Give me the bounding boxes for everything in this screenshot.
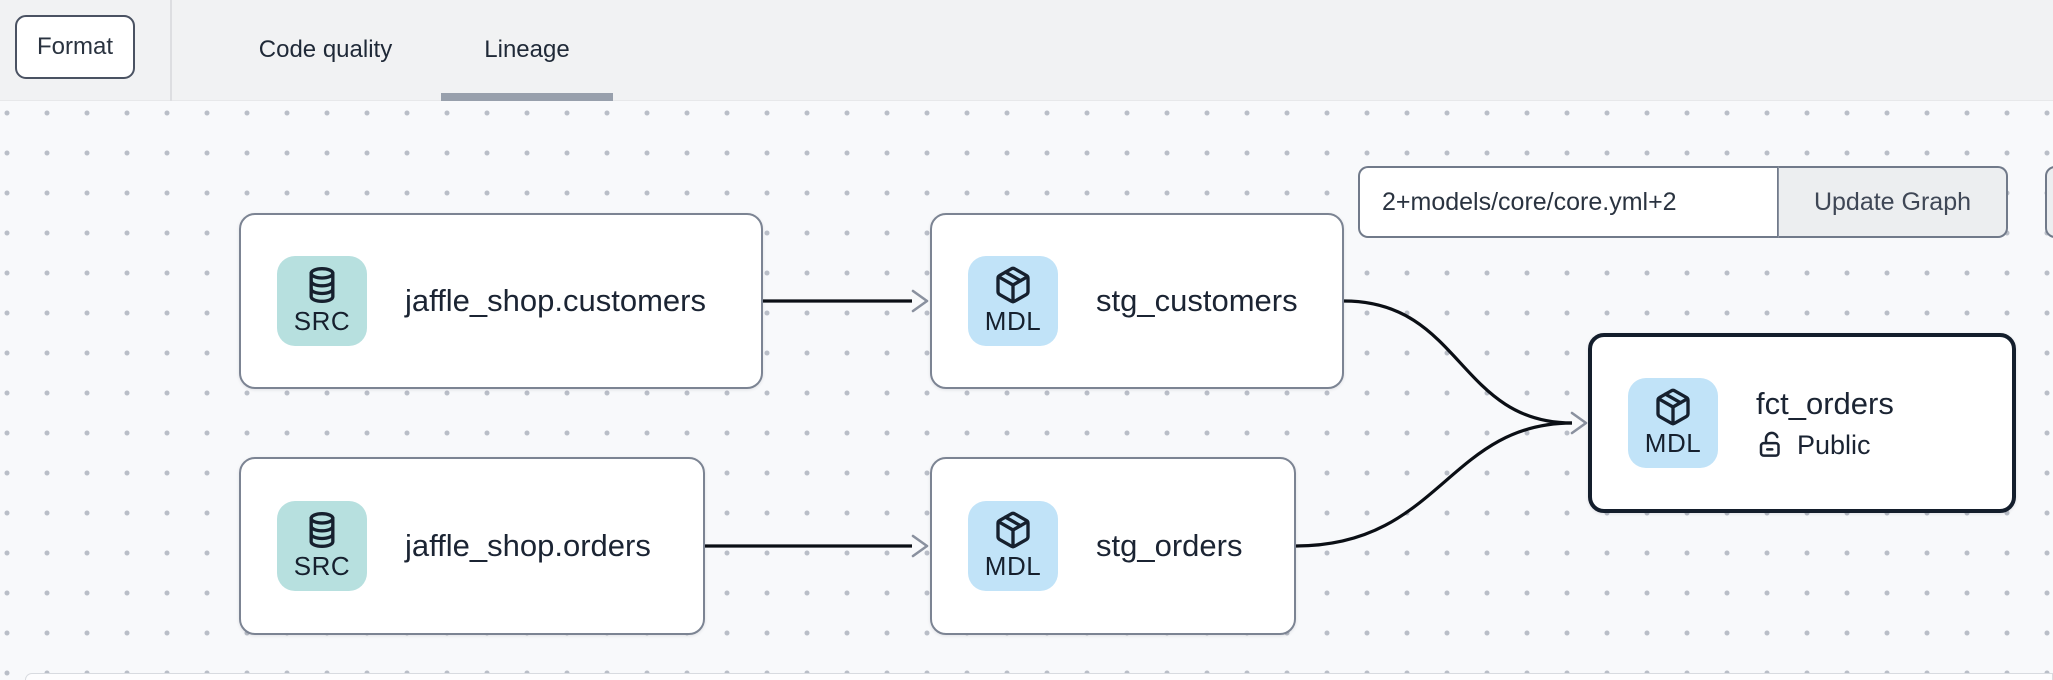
model-type-badge: MDL xyxy=(968,501,1058,591)
package-icon xyxy=(996,511,1030,549)
badge-label: SRC xyxy=(293,551,351,581)
model-type-badge: MDL xyxy=(968,256,1058,346)
update-graph-button[interactable]: Update Graph xyxy=(1778,166,2008,238)
access-label: Public xyxy=(1797,429,1871,460)
toolbar-divider xyxy=(170,0,172,101)
lineage-node-jaffle-shop-customers[interactable]: SRC jaffle_shop.customers xyxy=(239,213,763,389)
badge-label: MDL xyxy=(1644,428,1702,458)
tab-code-quality[interactable]: Code quality xyxy=(258,35,393,63)
node-title: jaffle_shop.customers xyxy=(405,283,706,318)
edge-stg-customers-to-fct-orders xyxy=(1343,299,1573,425)
lineage-node-fct-orders[interactable]: MDL fct_orders Public xyxy=(1588,333,2016,513)
lineage-canvas[interactable]: SRC jaffle_shop.customers MDL stg_custom… xyxy=(0,101,2053,680)
badge-label: MDL xyxy=(984,551,1042,581)
database-icon xyxy=(309,512,335,549)
node-title: jaffle_shop.orders xyxy=(405,528,651,563)
edge-stg-orders-to-fct-orders xyxy=(1295,421,1573,548)
selector-input[interactable] xyxy=(1358,166,1778,238)
source-type-badge: SRC xyxy=(277,256,367,346)
badge-label: SRC xyxy=(293,306,351,336)
lineage-node-stg-customers[interactable]: MDL stg_customers xyxy=(930,213,1344,389)
arrowhead-icon xyxy=(1570,411,1588,435)
package-icon xyxy=(1656,388,1690,426)
model-type-badge: MDL xyxy=(1628,378,1718,468)
lineage-node-stg-orders[interactable]: MDL stg_orders xyxy=(930,457,1296,635)
unlock-icon xyxy=(1759,431,1780,457)
arrowhead-icon xyxy=(911,289,929,313)
node-title: stg_orders xyxy=(1096,528,1243,563)
bottom-panel-edge xyxy=(25,673,2053,680)
badge-label: MDL xyxy=(984,306,1042,336)
arrowhead-icon xyxy=(911,534,929,558)
node-title: fct_orders xyxy=(1756,385,1894,421)
graph-selector-controls: Update Graph xyxy=(1358,166,2008,238)
clipped-right-button[interactable] xyxy=(2045,166,2053,238)
editor-toolbar: Format Code quality Lineage xyxy=(0,0,2053,101)
access-row: Public xyxy=(1756,430,1894,461)
node-title: stg_customers xyxy=(1096,283,1298,318)
active-tab-underline xyxy=(441,93,613,101)
source-type-badge: SRC xyxy=(277,501,367,591)
node-text: fct_orders Public xyxy=(1756,386,1894,461)
format-button[interactable]: Format xyxy=(15,15,135,79)
database-icon xyxy=(309,267,335,304)
package-icon xyxy=(996,266,1030,304)
tab-lineage[interactable]: Lineage xyxy=(484,35,570,63)
lineage-node-jaffle-shop-orders[interactable]: SRC jaffle_shop.orders xyxy=(239,457,705,635)
